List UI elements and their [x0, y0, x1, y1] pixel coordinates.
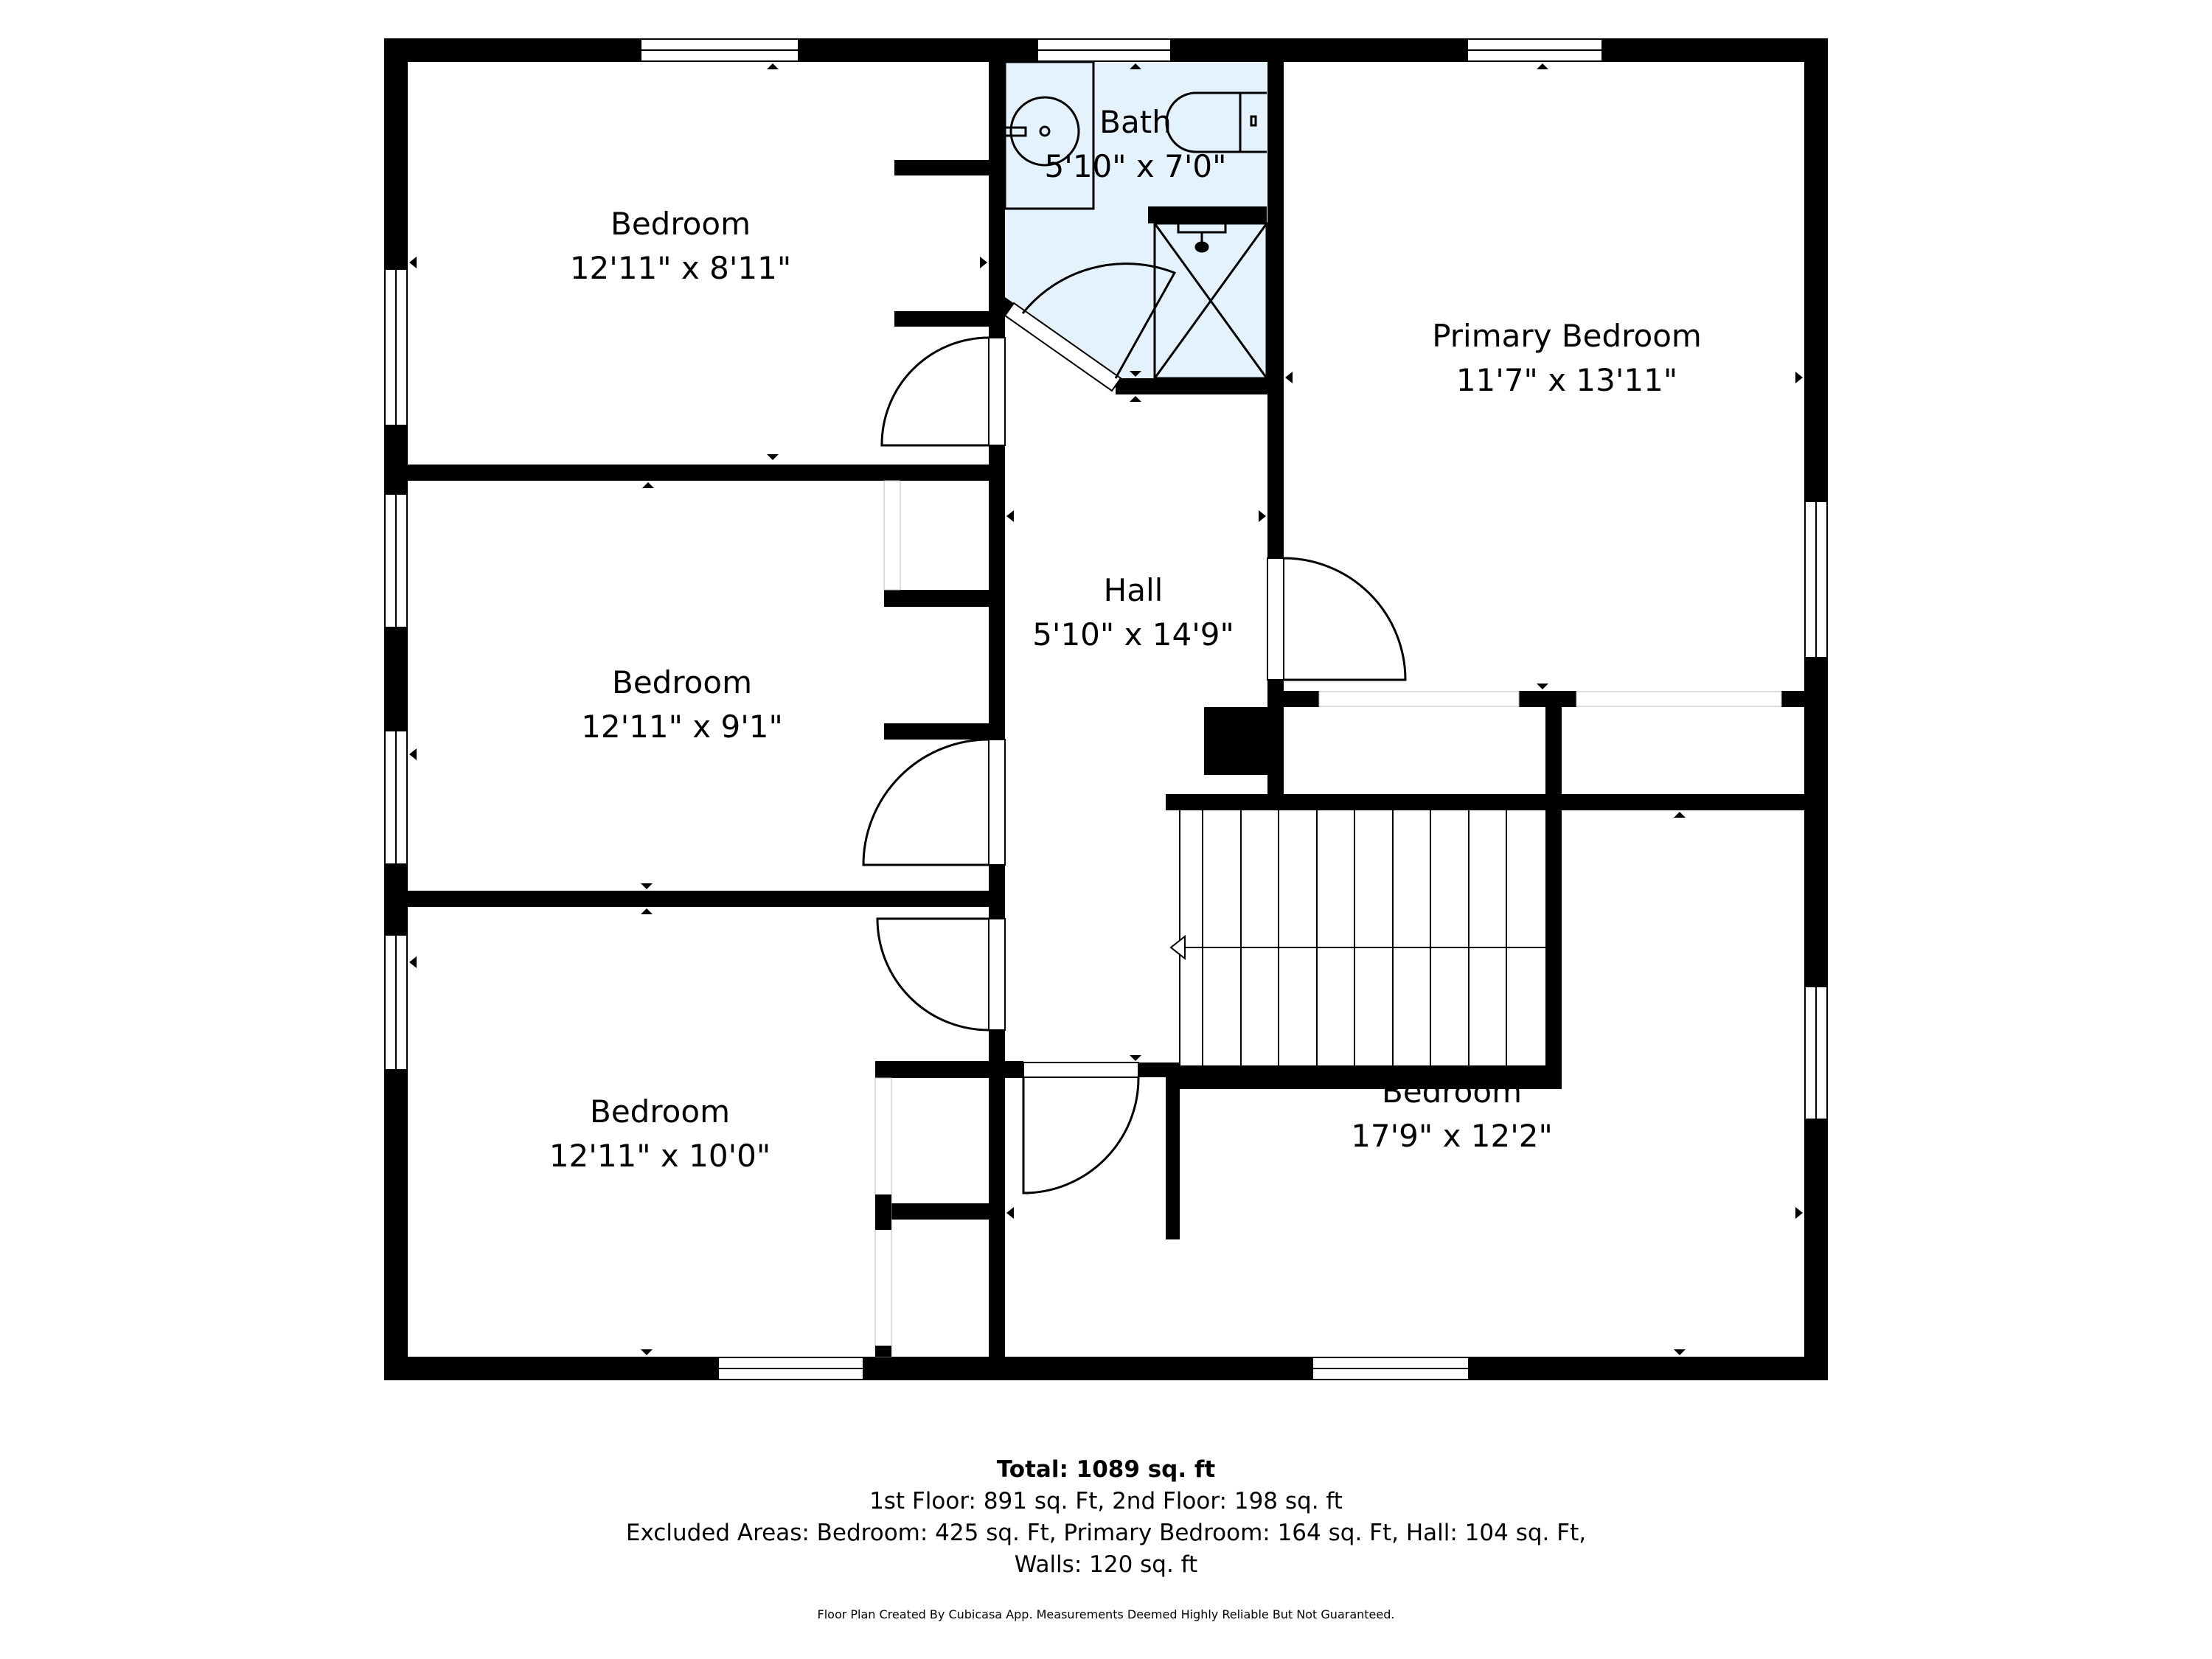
door-bedroom-2[interactable] — [862, 738, 1006, 866]
toilet-icon — [1165, 91, 1267, 153]
room-name: Bedroom — [590, 1093, 730, 1130]
door-bedroom-4[interactable] — [1022, 1062, 1140, 1194]
excluded-areas: Excluded Areas: Bedroom: 425 sq. Ft, Pri… — [625, 1520, 1587, 1546]
dimension-markers — [409, 63, 1803, 1355]
window — [1467, 38, 1603, 62]
window — [384, 268, 408, 426]
room-dimensions: 12'11" x 10'0" — [549, 1138, 771, 1174]
total-area: Total: 1089 sq. ft — [996, 1456, 1216, 1483]
window — [1312, 1357, 1470, 1380]
room-dimensions: 5'10" x 14'9" — [1032, 616, 1234, 653]
room-name: Hall — [1104, 572, 1164, 608]
door-bedroom-3[interactable] — [876, 917, 1006, 1032]
window — [1804, 501, 1828, 658]
window — [384, 934, 408, 1071]
window — [384, 730, 408, 865]
room-dimensions: 12'11" x 8'11" — [570, 250, 791, 286]
door-bedroom-1[interactable] — [880, 336, 1006, 447]
room-dimensions: 11'7" x 13'11" — [1456, 362, 1677, 398]
door-primary-bedroom[interactable] — [1267, 557, 1407, 681]
room-dimensions: 12'11" x 9'1" — [581, 709, 783, 745]
doors — [862, 262, 1407, 1194]
interior-walls — [408, 62, 1804, 1357]
room-name: Bedroom — [611, 206, 751, 242]
room-name: Bath — [1099, 104, 1172, 140]
window — [1037, 38, 1172, 62]
bath-fixtures — [1004, 60, 1268, 380]
room-labels: Bedroom 12'11" x 8'11" Bath 5'10" x 7'0"… — [549, 104, 1702, 1174]
walls-area: Walls: 120 sq. ft — [1014, 1551, 1198, 1578]
floor-areas: 1st Floor: 891 sq. Ft, 2nd Floor: 198 sq… — [869, 1488, 1343, 1514]
window — [717, 1357, 864, 1380]
arrow-left-icon — [1169, 934, 1186, 961]
stairs — [1169, 810, 1545, 1065]
room-name: Bedroom — [1382, 1074, 1522, 1110]
windows — [384, 38, 1828, 1380]
room-name: Bedroom — [612, 664, 752, 700]
disclaimer: Floor Plan Created By Cubicasa App. Meas… — [817, 1607, 1395, 1621]
sink-icon — [1009, 96, 1080, 167]
room-name: Primary Bedroom — [1432, 318, 1702, 354]
room-dimensions: 17'9" x 12'2" — [1351, 1118, 1553, 1154]
bath-floor — [1005, 62, 1267, 378]
door-bath[interactable] — [1004, 262, 1177, 392]
window — [1804, 986, 1828, 1120]
window — [384, 493, 408, 628]
room-dimensions: 5'10" x 7'0" — [1045, 148, 1227, 184]
window — [640, 38, 799, 62]
